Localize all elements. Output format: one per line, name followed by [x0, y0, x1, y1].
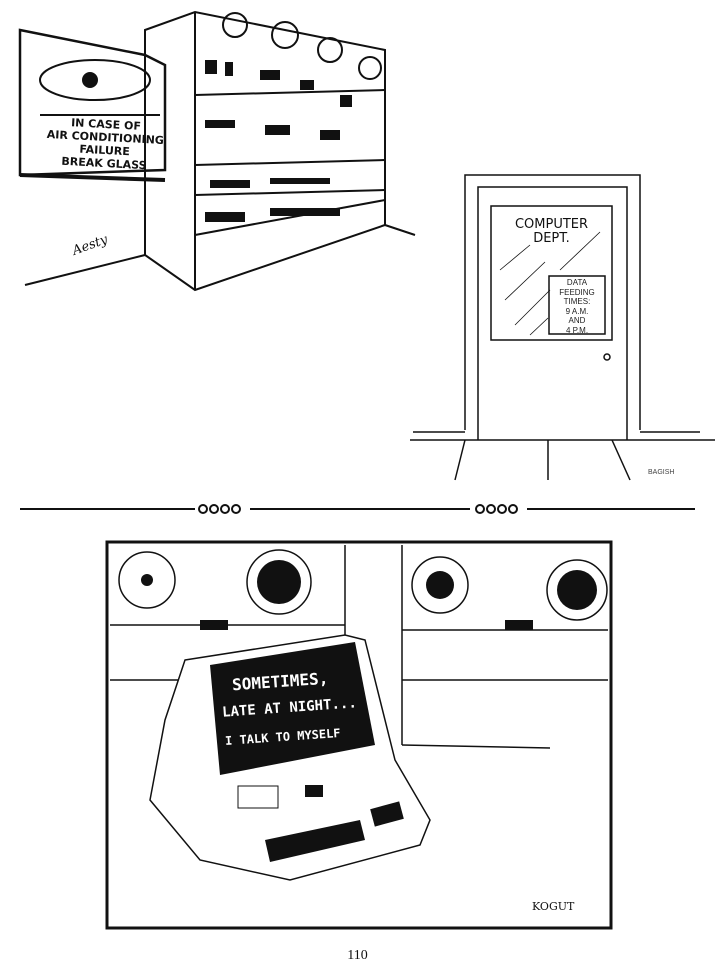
- notice-line: 9 A.M.: [565, 306, 589, 316]
- notice-line: TIMES:: [563, 297, 591, 306]
- section-divider: [20, 504, 695, 514]
- computer-console-drawing: [18, 10, 416, 292]
- page-number: 110: [347, 948, 368, 963]
- notice-line: 4 P.M.: [565, 325, 589, 335]
- door-drawing: [410, 174, 715, 481]
- notice-line: AND: [568, 316, 586, 325]
- notice-line: DATA: [566, 278, 588, 287]
- door-sign-line: COMPUTER: [514, 217, 589, 232]
- notice-line: FEEDING: [559, 287, 595, 297]
- terminal-drawing: [105, 540, 613, 930]
- artist-signature: BAGISH: [648, 469, 675, 476]
- artist-signature: KOGUT: [532, 900, 575, 913]
- door-sign-line: DEPT.: [533, 231, 570, 246]
